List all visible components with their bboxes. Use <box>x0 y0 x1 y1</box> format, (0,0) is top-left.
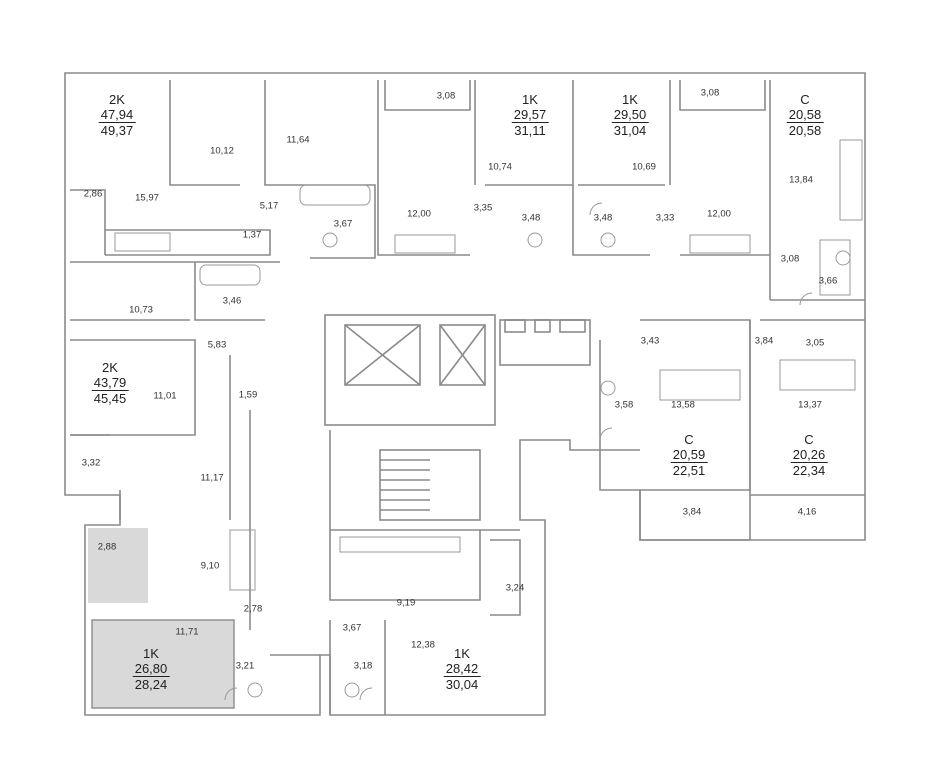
room-area: 1,37 <box>242 229 262 241</box>
room-area: 3,43 <box>640 335 660 347</box>
apartment-type: 2K <box>109 92 125 107</box>
bathtub-2 <box>199 264 261 286</box>
apartment-area: 43,79 <box>91 375 129 391</box>
apartment-total: 31,04 <box>613 123 647 138</box>
room-area: 3,05 <box>805 337 825 349</box>
apartment-label: 1K 26,80 28,24 <box>132 646 170 692</box>
shaded-balcony <box>88 528 148 603</box>
room-area: 2,88 <box>97 541 117 553</box>
apartment-area: 28,42 <box>443 661 481 677</box>
apartment-area: 20,59 <box>670 447 708 463</box>
apartment-area: 20,26 <box>790 447 828 463</box>
room-area: 3,08 <box>700 87 720 99</box>
room-area: 2,78 <box>243 603 263 615</box>
room-area: 3,08 <box>436 90 456 102</box>
apartment-label: C 20,58 20,58 <box>786 92 824 138</box>
apartment-label: C 20,59 22,51 <box>670 432 708 478</box>
room-area: 5,17 <box>259 200 279 212</box>
room-area: 3,32 <box>81 457 101 469</box>
apartment-type: 2K <box>102 360 118 375</box>
room-area: 10,74 <box>488 161 512 173</box>
apartment-area: 29,50 <box>611 107 649 123</box>
stairwell <box>379 449 481 521</box>
apartment-type: 1K <box>143 646 159 661</box>
room-area: 12,00 <box>407 208 431 220</box>
room-area: 13,58 <box>671 399 695 411</box>
apartment-total: 20,58 <box>788 123 822 138</box>
room-area: 3,21 <box>235 660 255 672</box>
apartment-label: 2K 43,79 45,45 <box>91 360 129 406</box>
room-area: 3,08 <box>780 253 800 265</box>
room-area: 3,33 <box>655 212 675 224</box>
room-area: 4,16 <box>797 506 817 518</box>
room-area: 13,84 <box>789 174 813 186</box>
room-area: 11,64 <box>286 134 310 146</box>
apartment-total: 22,34 <box>792 463 826 478</box>
room-area: 1,59 <box>238 389 258 401</box>
room-area: 3,35 <box>473 202 493 214</box>
apartment-type: C <box>800 92 810 107</box>
room-area: 11,17 <box>200 472 224 484</box>
room-area: 2,86 <box>83 188 103 200</box>
room-area: 3,67 <box>342 622 362 634</box>
apartment-type: 1K <box>522 92 538 107</box>
elevator-1 <box>344 324 421 386</box>
apartment-type: C <box>804 432 814 447</box>
apartment-area: 26,80 <box>132 661 170 677</box>
apartment-label: 1K 28,42 30,04 <box>443 646 481 692</box>
room-area: 3,66 <box>818 275 838 287</box>
room-area: 10,69 <box>632 161 656 173</box>
room-area: 11,01 <box>153 390 177 402</box>
room-area: 3,58 <box>614 399 634 411</box>
room-area: 3,84 <box>754 335 774 347</box>
apartment-area: 47,94 <box>98 107 136 123</box>
room-area: 3,67 <box>333 218 353 230</box>
apartment-total: 45,45 <box>93 391 127 406</box>
apartment-label: C 20,26 22,34 <box>790 432 828 478</box>
apartment-total: 30,04 <box>445 677 479 692</box>
apartment-total: 31,11 <box>514 123 546 138</box>
elevator-core <box>324 314 496 426</box>
apartment-label: 2K 47,94 49,37 <box>98 92 136 138</box>
room-area: 11,71 <box>175 626 199 638</box>
outer-wall <box>64 72 866 716</box>
apartment-label: 1K 29,50 31,04 <box>611 92 649 138</box>
room-area: 15,97 <box>135 192 159 204</box>
apartment-type: C <box>684 432 694 447</box>
room-area: 3,18 <box>353 660 373 672</box>
apartment-type: 1K <box>622 92 638 107</box>
apartment-total: 28,24 <box>134 677 168 692</box>
apartment-total: 49,37 <box>100 123 134 138</box>
room-area: 3,84 <box>682 506 702 518</box>
room-area: 3,24 <box>505 582 525 594</box>
elevator-2 <box>439 324 486 386</box>
room-area: 5,83 <box>207 339 227 351</box>
apartment-type: 1K <box>454 646 470 661</box>
room-area: 10,73 <box>129 304 153 316</box>
room-area: 13,37 <box>798 399 822 411</box>
room-area: 3,48 <box>521 212 541 224</box>
apartment-label: 1K 29,57 31,11 <box>511 92 549 138</box>
bathtub-1 <box>299 184 371 206</box>
apartment-area: 20,58 <box>786 107 824 123</box>
shaded-unit <box>92 620 234 708</box>
apartment-area: 29,57 <box>511 107 549 123</box>
room-area: 3,48 <box>593 212 613 224</box>
room-area: 9,19 <box>396 597 416 609</box>
room-area: 3,46 <box>222 295 242 307</box>
room-area: 10,12 <box>210 145 234 157</box>
room-area: 12,00 <box>707 208 731 220</box>
room-area: 9,10 <box>200 560 220 572</box>
room-area: 12,38 <box>411 639 435 651</box>
apartment-total: 22,51 <box>672 463 706 478</box>
